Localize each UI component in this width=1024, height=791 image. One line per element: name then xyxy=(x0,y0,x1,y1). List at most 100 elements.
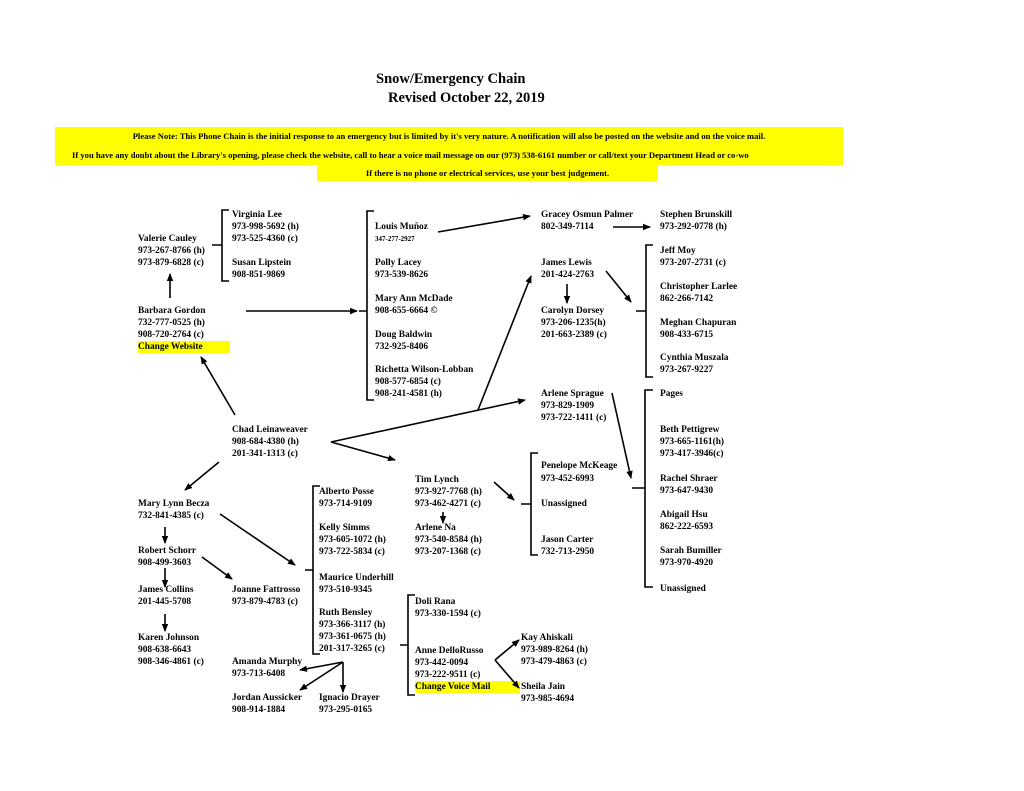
note-line-3: If there is no phone or electrical servi… xyxy=(317,165,658,181)
contact-name: Ignacio Drayer xyxy=(319,693,380,703)
arrow-ruth-to-jordan xyxy=(299,661,344,691)
contact-name: Meghan Chapuran xyxy=(660,318,737,328)
contact-name: Louis Muñoz xyxy=(375,222,428,232)
contact-phone: 973-462-4271 (c) xyxy=(415,499,481,509)
bracket-alberto-group xyxy=(305,485,320,655)
contact-phone: 973-292-0778 (h) xyxy=(660,222,727,232)
bracket-louis-group xyxy=(359,210,374,401)
contact-name: Doli Rana xyxy=(415,597,456,607)
contact-name: Christopher Larlee xyxy=(660,282,738,292)
contact-phone: 973-267-9227 xyxy=(660,365,714,375)
contact-phone: 973-829-1909 xyxy=(541,401,595,411)
arrow-chad-to-tim xyxy=(330,441,396,462)
contact-name: Kelly Simms xyxy=(319,523,370,533)
contact-name: Valerie Cauley xyxy=(138,234,197,244)
contact-phone: 973-970-4920 xyxy=(660,558,714,568)
contact-phone: 732-925-8406 xyxy=(375,342,429,352)
contact-phone: 862-222-6593 xyxy=(660,522,714,532)
contact-phone: 973-206-1235(h) xyxy=(541,318,606,328)
bracket-virginia-susan xyxy=(212,209,229,282)
action-note-highlight: Change Voice Mail xyxy=(415,681,520,693)
contact-phone: 973-985-4694 xyxy=(521,694,575,704)
contact-phone: 732-841-4385 (c) xyxy=(138,511,204,521)
contact-sarah-bumiller: Sarah Bumiller 973-970-4920 xyxy=(660,545,722,569)
brackets xyxy=(212,209,653,696)
contact-name: Anne DelloRusso xyxy=(415,646,484,656)
contact-doug-baldwin: Doug Baldwin 732-925-8406 xyxy=(375,329,432,353)
arrow-chad-to-arlene xyxy=(330,398,526,443)
note-line-1: Please Note: This Phone Chain is the ini… xyxy=(55,127,843,147)
contact-name: Abigail Hsu xyxy=(660,510,708,520)
arrow-mary-lynn-to-alberto-group xyxy=(219,513,296,566)
contact-name: James Lewis xyxy=(541,258,592,268)
arrow-tim-to-penelope-group xyxy=(493,481,515,501)
contact-phone: 973-417-3946(c) xyxy=(660,449,724,459)
contact-phone: 973-442-0094 xyxy=(415,658,469,668)
contact-name: Beth Pettigrew xyxy=(660,425,720,435)
contact-phone: 973-927-7768 (h) xyxy=(415,487,482,497)
contact-name: Pages xyxy=(660,389,683,399)
arrow-arlene-to-pages xyxy=(611,392,633,479)
contact-name: Amanda Murphy xyxy=(232,657,303,667)
contact-name: Sarah Bumiller xyxy=(660,546,722,556)
arrow-anne-to-kay xyxy=(494,639,520,661)
contact-name: Arlene Sprague xyxy=(541,389,604,399)
contact-phone: 973-295-0165 xyxy=(319,705,373,715)
contact-phone: 908-638-6643 xyxy=(138,645,192,655)
contact-phone: 908-499-3603 xyxy=(138,558,192,568)
contact-phone: 908-851-9869 xyxy=(232,270,286,280)
contact-name: Virginia Lee xyxy=(232,210,282,220)
arrow-chad-to-barbara xyxy=(200,356,236,416)
contact-name: Richetta Wilson-Lobban xyxy=(375,365,474,375)
arrows xyxy=(161,214,651,693)
action-note-highlight: Change Website xyxy=(138,341,230,353)
contact-phone: 908-914-1884 xyxy=(232,705,286,715)
contact-phone: 732-777-0525 (h) xyxy=(138,318,205,328)
arrow-ruth-to-amanda xyxy=(299,661,344,672)
contact-name: Doug Baldwin xyxy=(375,330,433,340)
contact-phone: 973-525-4360 (c) xyxy=(232,234,298,244)
page-title: Snow/Emergency Chain xyxy=(376,71,526,87)
contact-name: Karen Johnson xyxy=(138,633,200,643)
contact-phone: 908-577-6854 (c) xyxy=(375,377,441,387)
contact-name: Arlene Na xyxy=(415,523,456,533)
contact-phone: 973-540-8584 (h) xyxy=(415,535,482,545)
contact-name: Jason Carter xyxy=(541,535,594,545)
contact-phone: 908-346-4861 (c) xyxy=(138,657,204,667)
contact-name: Alberto Posse xyxy=(319,487,374,497)
contact-name: Chad Leinaweaver xyxy=(232,425,308,435)
contact-arlene-sprague: Arlene Sprague 973-829-1909 973-722-1411 (… xyxy=(541,388,606,424)
contact-name: Jeff Moy xyxy=(660,246,696,256)
contact-unassigned-pages: Unassigned xyxy=(660,583,706,595)
contact-phone: 973-989-8264 (h) xyxy=(521,645,588,655)
contact-name: Cynthia Muszala xyxy=(660,353,729,363)
contact-abigail-hsu: Abigail Hsu 862-222-6593 xyxy=(660,509,713,533)
contact-phone: 973-722-1411 (c) xyxy=(541,413,607,423)
contact-phone: 973-605-1072 (h) xyxy=(319,535,386,545)
